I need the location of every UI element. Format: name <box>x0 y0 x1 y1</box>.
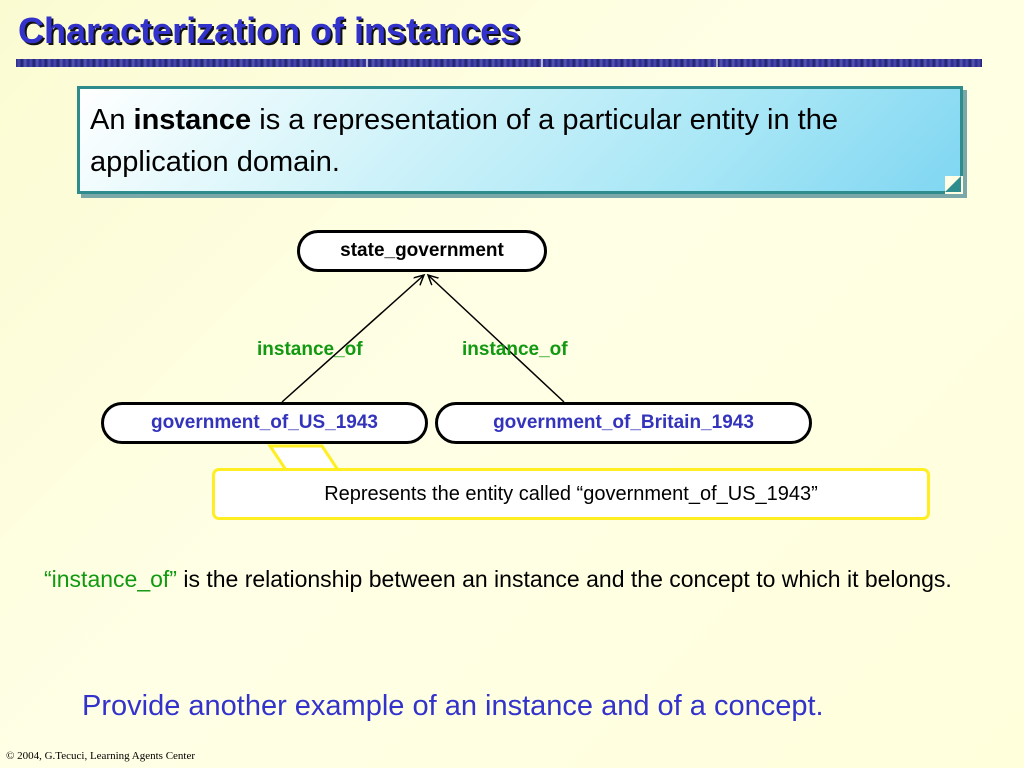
callout-pointer <box>267 444 341 472</box>
title-underline <box>16 59 982 67</box>
instance-node-britain: government_of_Britain_1943 <box>435 402 812 444</box>
slide-title: Characterization of instances <box>18 10 521 51</box>
definition-text: An instance is a representation of a par… <box>90 104 838 178</box>
edge-us-to-concept <box>281 275 424 403</box>
definition-box: An instance is a representation of a par… <box>77 86 963 194</box>
definition-term: instance <box>133 104 252 136</box>
relation-label-left: instance_of <box>257 339 363 360</box>
concept-node: state_government <box>297 230 547 272</box>
instance-node-us: government_of_US_1943 <box>101 402 428 444</box>
copyright-footer: © 2004, G.Tecuci, Learning Agents Center <box>6 750 196 762</box>
relationship-note: “instance_of” is the relationship betwee… <box>44 566 952 592</box>
folded-corner <box>945 176 963 194</box>
relation-label-right: instance_of <box>462 339 568 360</box>
callout-box: Represents the entity called “government… <box>212 468 930 520</box>
edge-britain-to-concept <box>428 275 565 403</box>
exercise-question: Provide another example of an instance a… <box>82 690 824 722</box>
